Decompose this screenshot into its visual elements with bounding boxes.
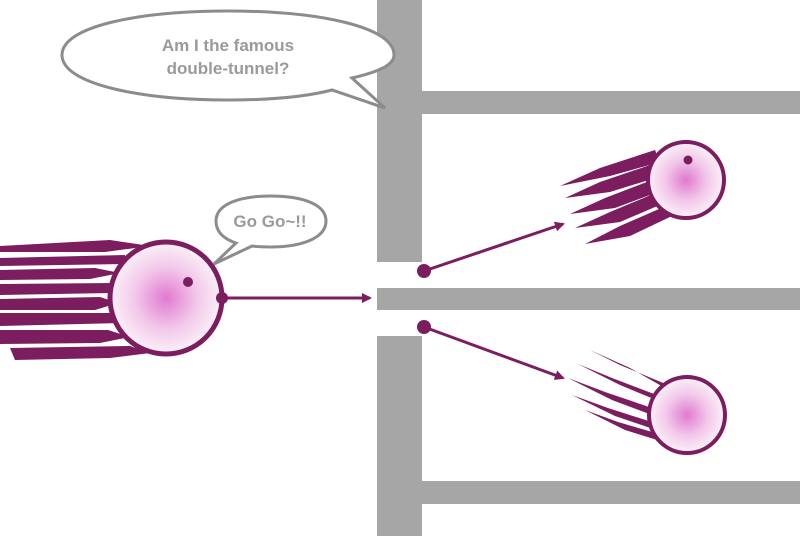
upper-outgoing-arrow <box>417 221 565 278</box>
wall-top-horizontal <box>422 91 800 114</box>
upper-particle-trail <box>560 150 672 244</box>
barrier-walls <box>377 0 800 536</box>
particle-bubble-text: Go Go~!! <box>233 212 306 231</box>
particle-dot <box>683 155 693 165</box>
particle-speech-bubble: Go Go~!! <box>212 194 328 266</box>
incoming-particle <box>107 239 225 357</box>
incoming-particle-trail <box>0 240 150 360</box>
wall-bottom-horizontal <box>422 481 800 504</box>
wall-lower-vertical <box>377 336 422 536</box>
upper-outgoing-particle <box>646 140 726 220</box>
incoming-arrow <box>216 292 372 304</box>
wall-speech-bubble: Am I the famous double-tunnel? <box>60 9 396 110</box>
lower-outgoing-arrow <box>417 320 565 380</box>
wall-bubble-line1: Am I the famous <box>162 36 294 55</box>
wall-middle-divider <box>377 288 800 310</box>
lower-outgoing-particle <box>647 375 727 455</box>
wall-bubble-line2: double-tunnel? <box>167 59 290 78</box>
particle-dot <box>183 277 193 287</box>
lower-particle-trail <box>568 350 672 444</box>
